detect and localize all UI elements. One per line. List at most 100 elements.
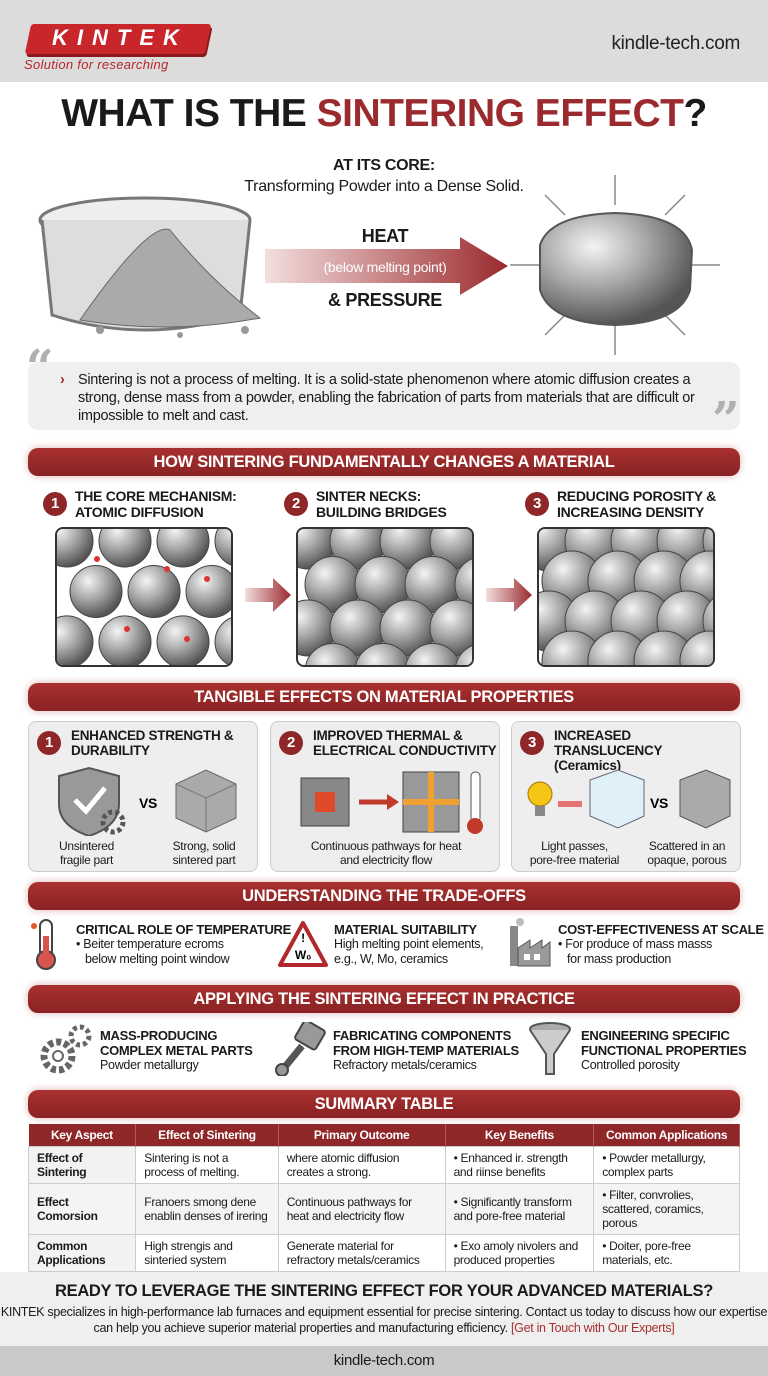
- table-cell: Generate material for refractory metals/…: [277, 1233, 446, 1272]
- column-header: Key Aspect: [28, 1124, 137, 1146]
- card-translucency: 3 INCREASED TRANSLUCENCY(Ceramics) VS Li…: [511, 721, 741, 872]
- svg-text:!: !: [301, 931, 305, 945]
- arrow-right-icon: [265, 237, 508, 295]
- table-cell: Franoers smong dene enablin denses of ir…: [135, 1182, 279, 1235]
- quote-box: ›Sintering is not a process of melting. …: [28, 362, 740, 430]
- particle: [214, 529, 231, 566]
- table-cell: • Doiter, pore-free materials, etc.: [593, 1233, 740, 1272]
- logo-tagline: Solution for researching: [24, 57, 169, 72]
- particle: [70, 666, 122, 667]
- table-cell: where atomic diffusion creates a strong.: [277, 1145, 446, 1184]
- caption-light-passes: Light passes,pore-free material: [529, 839, 620, 867]
- core-subtitle: Transforming Powder into a Dense Solid.: [244, 178, 524, 195]
- title-part: ?: [683, 92, 707, 135]
- particle: [214, 617, 231, 665]
- arrow-right-icon: [486, 578, 534, 617]
- table-cell: Sintering is not a process of melting.: [135, 1145, 279, 1184]
- particle: [679, 630, 713, 665]
- title-highlight: SINTERING EFFECT: [316, 92, 684, 135]
- card-conductivity: 2 IMPROVED THERMAL &ELECTRICAL CONDUCTIV…: [270, 721, 500, 872]
- table-cell: • Enhanced ir. strength and riinse benef…: [444, 1145, 595, 1184]
- contact-link[interactable]: [Get in Touch with Our Experts]: [510, 1321, 675, 1335]
- particle: [57, 615, 94, 665]
- arrow-right-icon: [245, 578, 293, 617]
- condition-label: (below melting point): [323, 259, 447, 275]
- particle: [57, 529, 94, 568]
- title-part: WHAT IS THE: [61, 92, 317, 135]
- table-cell: Effect of Sintering: [27, 1145, 137, 1184]
- section-banner-effects: TANGIBLE EFFECTS ON MATERIAL PROPERTIES: [28, 683, 740, 711]
- core-label: AT ITS CORE:: [333, 157, 435, 174]
- dense-material-illustration: [537, 527, 715, 667]
- particle: [127, 564, 181, 618]
- card-title: ENHANCED STRENGTH &DURABILITY: [71, 728, 234, 758]
- tradeoff-temperature: CRITICAL ROLE OF TEMPERATURE• Beiter tem…: [76, 922, 292, 966]
- table-cell: • Significantly transform and pore-free …: [444, 1182, 595, 1235]
- step-number: 2: [284, 492, 308, 516]
- heat-label: HEAT: [361, 226, 409, 246]
- atom: [164, 566, 170, 572]
- particle: [455, 645, 472, 665]
- column-header: Key Benefits: [445, 1124, 595, 1146]
- step-title: REDUCING POROSITY &INCREASING DENSITY: [557, 488, 716, 520]
- particle: [69, 564, 123, 618]
- page-title: WHAT IS THE SINTERING EFFECT?: [0, 92, 768, 136]
- step-number: 1: [43, 492, 67, 516]
- quote-open-icon: “: [26, 340, 54, 396]
- column-header: Common Applications: [593, 1124, 740, 1146]
- particle: [98, 615, 152, 665]
- table-cell: Effect Comorsion: [27, 1182, 137, 1235]
- filter-funnel-icon: [529, 1022, 571, 1075]
- cta-body: KINTEK specializes in high-performance l…: [0, 1305, 768, 1335]
- card-title: IMPROVED THERMAL &ELECTRICAL CONDUCTIVIT…: [313, 728, 497, 758]
- table-cell: Common Applications: [27, 1233, 137, 1272]
- section-banner-how: HOW SINTERING FUNDAMENTALLY CHANGES A MA…: [28, 448, 740, 476]
- column-header: Primary Outcome: [278, 1124, 446, 1146]
- gears-icon: [40, 1024, 92, 1074]
- tradeoff-cost: COST-EFFECTIVENESS AT SCALE• For produce…: [558, 922, 764, 966]
- header: KINTEK Solution for researching kindle-t…: [0, 0, 768, 82]
- particle: [156, 529, 210, 568]
- vs-label: VS: [650, 795, 668, 811]
- table-cell: • Filter, convrolies, scattered, coramic…: [593, 1182, 740, 1235]
- card-strength: 1 ENHANCED STRENGTH &DURABILITY VS Unsin…: [28, 721, 258, 872]
- particle: [405, 643, 461, 665]
- sinter-necks-illustration: [296, 527, 474, 667]
- cta-title: READY TO LEVERAGE THE SINTERING EFFECT F…: [55, 1282, 713, 1300]
- pressure-label: & PRESSURE: [327, 290, 443, 310]
- table-cell: • Exo amoly nivolers and produced proper…: [444, 1233, 595, 1272]
- shield-check-icon: VS: [58, 766, 237, 836]
- dense-solid-illustration: [510, 175, 720, 355]
- step-number: 3: [525, 492, 549, 516]
- quote-close-icon: ”: [712, 392, 740, 448]
- lightbulb-cube-icon: VS: [527, 769, 731, 829]
- atom: [184, 636, 190, 642]
- particle: [454, 558, 472, 611]
- column-header: Effect of Sintering: [135, 1124, 279, 1146]
- chip-thermometer-icon: [300, 771, 483, 834]
- table-cell: • Powder metallurgy, complex parts: [593, 1145, 740, 1184]
- site-url[interactable]: kindle-tech.com: [611, 33, 740, 54]
- factory-icon: [510, 918, 551, 967]
- step-3: 3 REDUCING POROSITY &INCREASING DENSITY: [525, 488, 716, 520]
- footer-site-url[interactable]: kindle-tech.com: [0, 1346, 768, 1376]
- particle: [128, 666, 180, 667]
- warning-icon: !W₀: [278, 921, 328, 967]
- vs-label: VS: [139, 795, 157, 811]
- section-banner-practice: APPLYING THE SINTERING EFFECT IN PRACTIC…: [28, 985, 740, 1013]
- step-title: THE CORE MECHANISM:ATOMIC DIFFUSION: [75, 488, 237, 520]
- quote-text: Sintering is not a process of melting. I…: [78, 372, 695, 424]
- thermometer-icon: [31, 919, 56, 970]
- cta-section: READY TO LEVERAGE THE SINTERING EFFECT F…: [0, 1272, 768, 1346]
